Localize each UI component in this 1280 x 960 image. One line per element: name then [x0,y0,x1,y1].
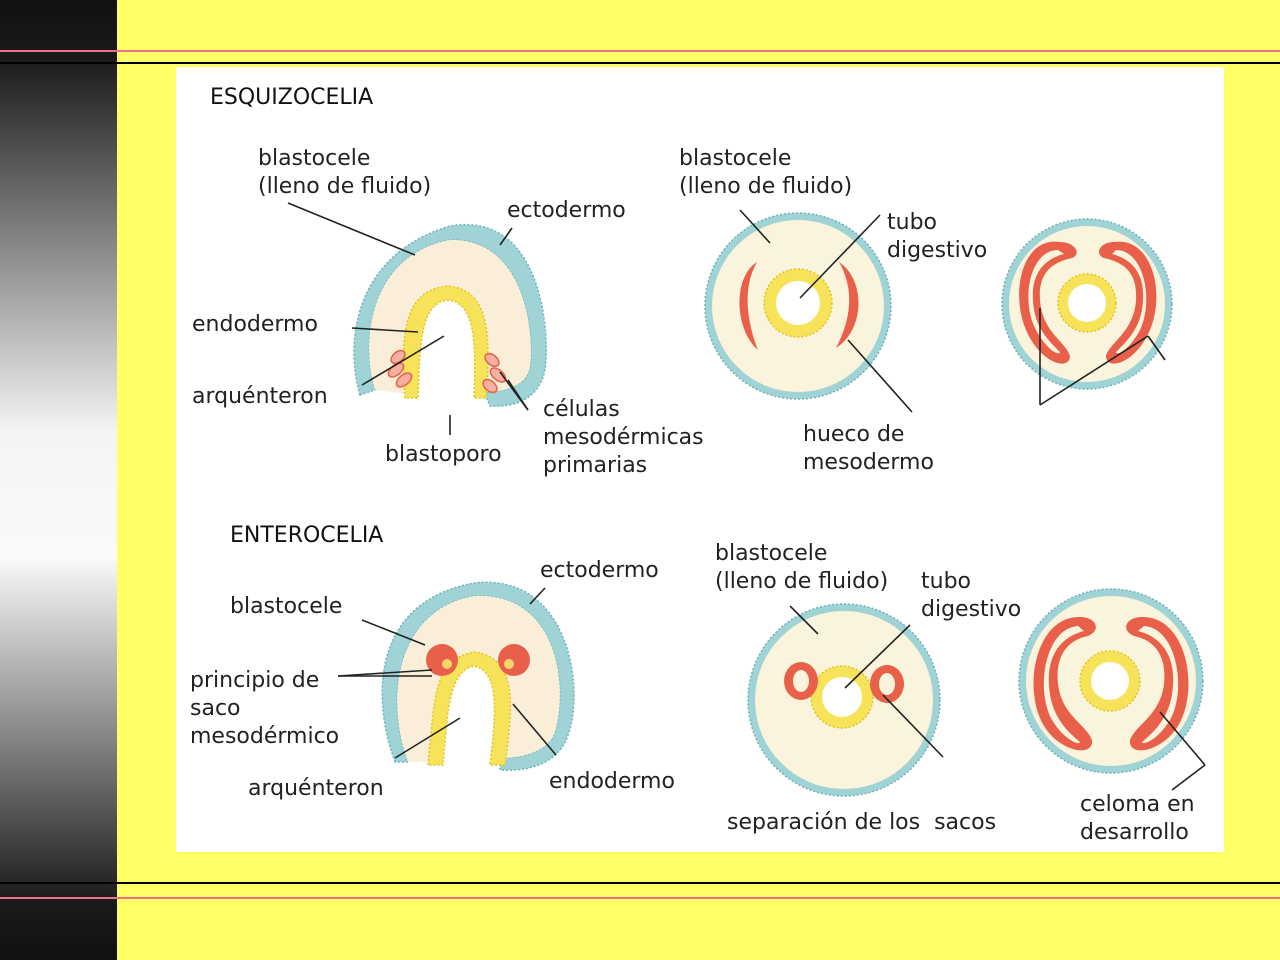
coelom-left-lumen [1028,250,1064,354]
mesoderm-cell [482,378,498,394]
esquizocelia-cross-section-1 [704,212,892,400]
label-lleno-de-fluido: (lleno de fluido) [679,174,852,199]
label-blastocele: blastocele [258,146,370,171]
gut-lumen [776,281,820,325]
label-arquenteron: arquénteron [248,776,384,801]
label-ectodermo: ectodermo [540,558,659,583]
label-tubo: tubo [887,210,937,235]
mesoderm-slit-left [739,262,758,350]
leader-line [847,339,913,413]
gut-lumen [1068,284,1106,322]
enterocelia-title: ENTEROCELIA [230,523,383,548]
gastrula-ectoderm [381,581,575,771]
coelom-left-lumen [1043,626,1084,744]
coelom-right [1099,241,1157,364]
label-lleno-de-fluido: (lleno de fluido) [715,569,888,594]
coelom-right [1126,616,1189,751]
leader-line [1159,711,1206,766]
mesoderm-cell [395,372,413,388]
leader-line [529,587,546,605]
label-mesodermicas: mesodérmicas [543,425,704,450]
label-mesodermo: mesodermo [803,450,934,475]
leader-line [394,717,461,759]
label-hueco-de: hueco de [803,422,904,447]
enterocelia-gastrula [381,581,575,771]
esquizocelia-title: ESQUIZOCELIA [210,85,373,110]
label-digestivo: digestivo [921,597,1021,622]
leader-line [882,694,944,758]
leader-line [1171,764,1206,791]
label-lleno-de-fluido: (lleno de fluido) [258,174,431,199]
gut-lumen [1091,662,1129,700]
leader-line [351,327,419,333]
coelom-right-lumen [1112,250,1147,354]
gastrula-ectoderm [353,223,548,407]
leader-line [507,379,529,411]
label-blastocele: blastocele [715,541,827,566]
leader-line [361,335,445,386]
enterocelia-cross-section-1 [747,603,941,797]
leader-line [844,624,911,689]
enterocelia-cross-section-2 [1018,588,1204,774]
label-separacion-de-los-sacos: separación de los sacos [727,810,996,835]
leader-line [799,214,881,299]
label-arquenteron: arquénteron [192,384,328,409]
label-saco: saco [190,696,241,721]
mesoderm-pouch-right-lumen [504,659,514,669]
coelom-left [1033,616,1096,751]
leader-line [789,605,819,635]
gut-lumen [822,677,862,717]
label-blastocele: blastocele [230,594,342,619]
label-primarias: primarias [543,453,647,478]
mesoderm-sac-left-lumen [793,670,809,692]
label-celulas: células [543,397,620,422]
esquizocelia-cross-section-2 [1001,218,1173,390]
label-tubo: tubo [921,569,971,594]
label-principio-de: principio de [190,668,319,693]
leader-line [1039,335,1149,406]
mesoderm-pouch-left [426,644,458,676]
leader-line [739,209,771,244]
label-ectodermo: ectodermo [507,198,626,223]
label-desarrollo: desarrollo [1080,820,1189,845]
label-mesodermico: mesodérmico [190,724,339,749]
leader-line [361,619,426,646]
label-blastocele: blastocele [679,146,791,171]
mesoderm-slit-right [836,262,859,348]
label-blastoporo: blastoporo [385,442,502,467]
leader-line [1147,335,1166,361]
label-celoma-en: celoma en [1080,792,1195,817]
leader-line [287,202,416,256]
label-digestivo: digestivo [887,238,987,263]
label-endodermo: endodermo [549,769,675,794]
leader-line [499,227,513,246]
gastrula-endoderm [402,285,489,399]
side-bar [0,0,117,960]
mesoderm-cell [489,367,507,383]
label-endodermo: endodermo [192,312,318,337]
mesoderm-cell [484,352,500,368]
leader-line [337,669,433,677]
coelom-right-lumen [1138,626,1179,744]
leader-line [512,703,557,756]
mesoderm-pouch-right [498,644,530,676]
mesoderm-sac-right-lumen [879,673,895,695]
mesoderm-pouch-left-lumen [442,659,452,669]
